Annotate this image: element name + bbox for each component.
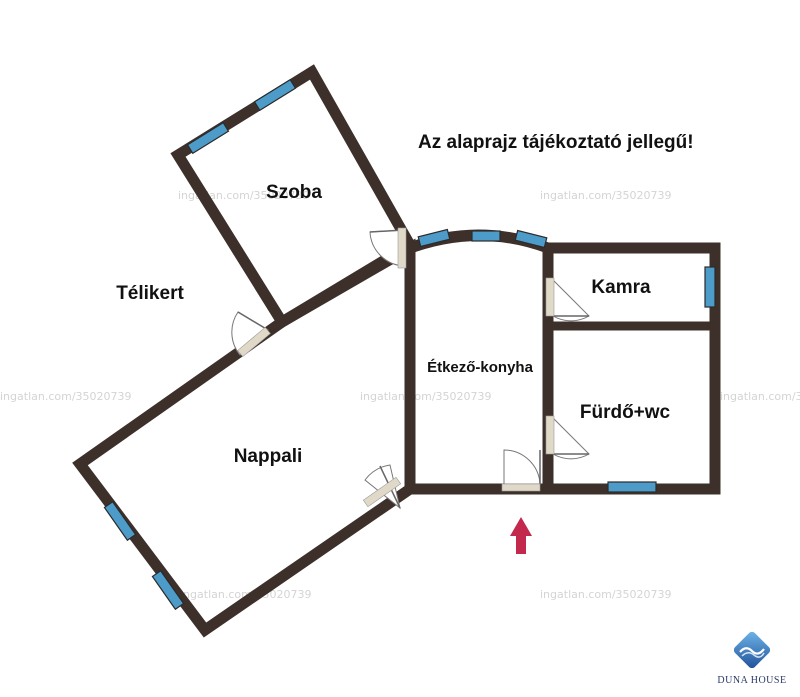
plan-disclaimer: Az alaprajz tájékoztató jellegű! (418, 132, 694, 153)
logo-text: DUNA HOUSE (717, 675, 787, 686)
room-label-etkezo-konyha: Étkező-konyha (427, 359, 534, 376)
windows (103, 78, 716, 611)
walls (72, 64, 721, 638)
window (186, 121, 230, 155)
door (545, 415, 590, 460)
window (471, 230, 501, 242)
window (253, 78, 297, 112)
door (362, 464, 402, 510)
entrance-door (501, 449, 541, 492)
watermark: ingatlan.com/35020739 (540, 588, 672, 601)
room-label-szoba: Szoba (266, 182, 322, 203)
duna-house-logo: DUNA HOUSE (712, 631, 792, 694)
watermark: ingatlan.com/35020739 (0, 390, 132, 403)
door (231, 311, 271, 358)
service-block-walls (542, 242, 721, 495)
doors (231, 227, 590, 510)
watermark: ingatlan.com/35020739 (180, 588, 312, 601)
room-label-telikert: Télikert (116, 283, 184, 304)
room-label-furdo-wc: Fürdő+wc (580, 402, 671, 423)
watermark: ingatlan.com/35020739 (360, 390, 492, 403)
room-label-nappali: Nappali (234, 446, 303, 467)
window (417, 228, 451, 248)
watermark: ingatlan.com/35020739 (720, 390, 800, 403)
duna-house-wave-icon (733, 631, 771, 669)
entrance-arrow-icon (510, 517, 532, 554)
window (103, 500, 137, 542)
window (704, 266, 716, 308)
window (514, 229, 548, 249)
door (545, 277, 590, 322)
window (151, 569, 185, 611)
room-label-kamra: Kamra (591, 277, 651, 298)
nappali-walls (72, 238, 416, 638)
door (369, 227, 407, 269)
watermark: ingatlan.com/35020739 (540, 189, 672, 202)
window (607, 481, 657, 493)
